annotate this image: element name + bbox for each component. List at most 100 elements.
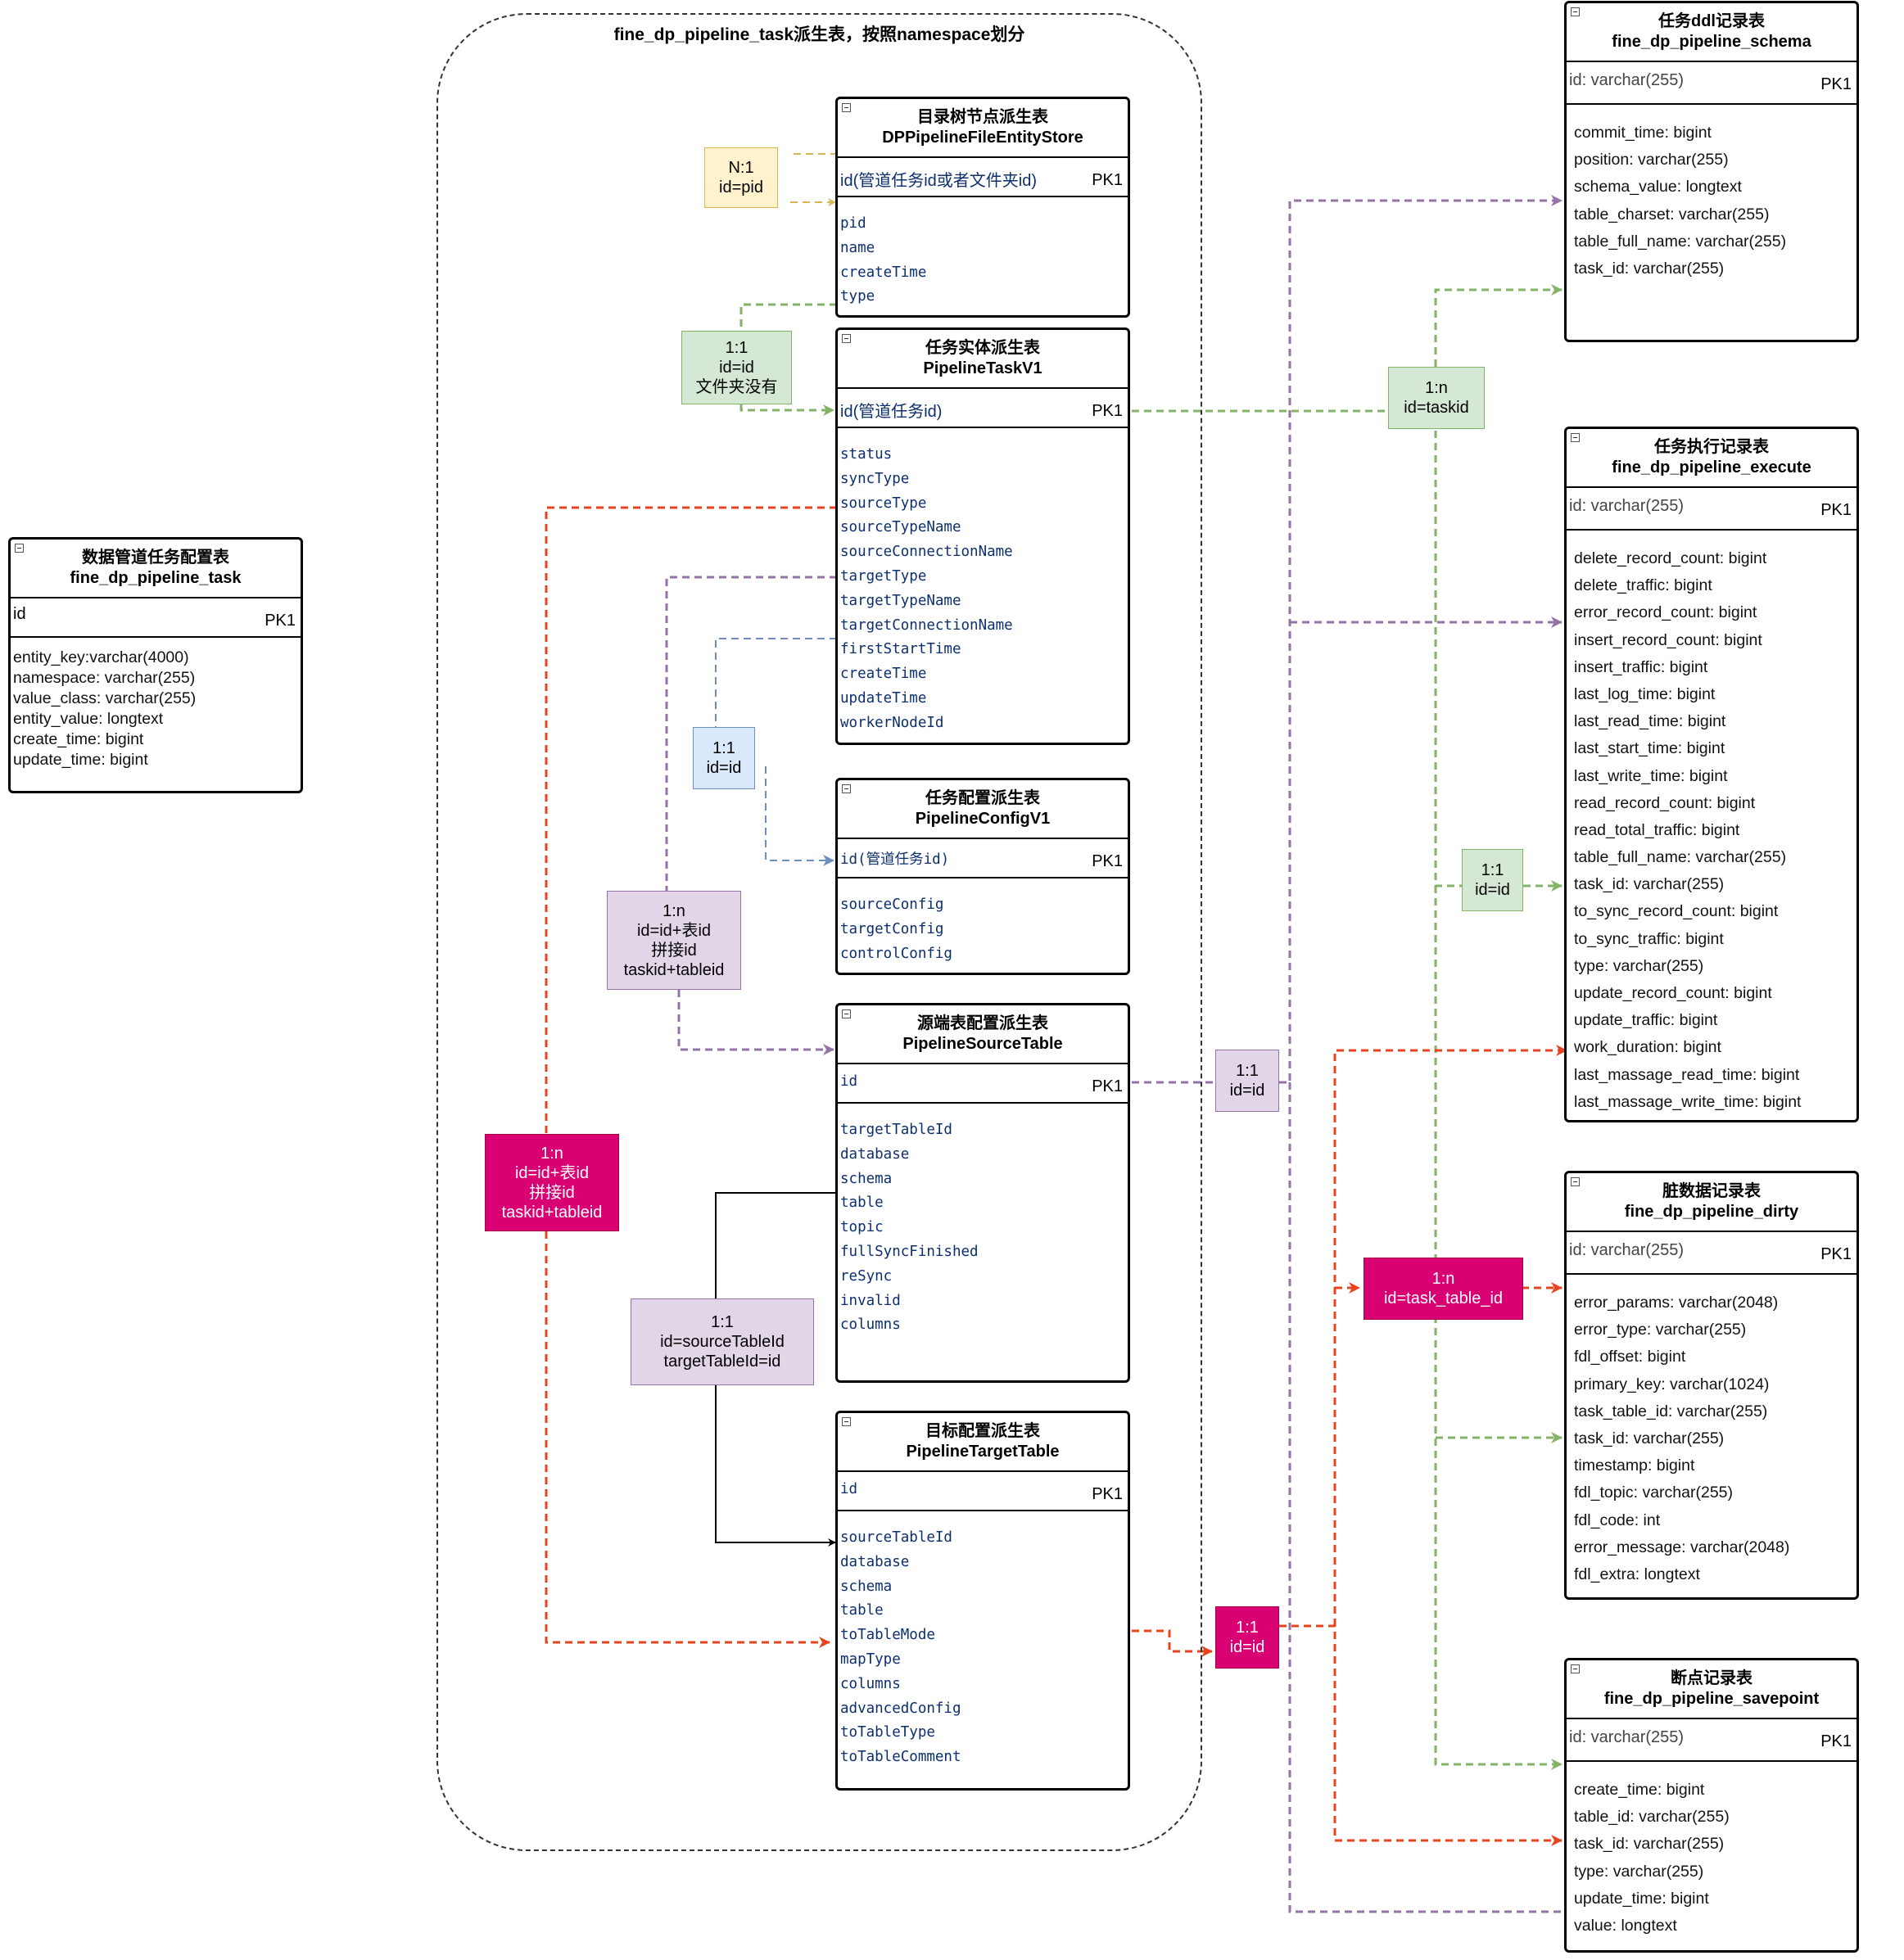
field-row: schema_value: longtext: [1574, 178, 1742, 196]
table-header: 任务配置派生表 PipelineConfigV1: [838, 780, 1128, 839]
collapse-icon[interactable]: [842, 103, 851, 112]
table-title: 任务ddl记录表: [1658, 12, 1765, 30]
table-title: 任务配置派生表: [925, 789, 1040, 807]
collapse-icon[interactable]: [1571, 1177, 1580, 1186]
field-row: last_massage_write_time: bigint: [1574, 1092, 1802, 1111]
relation-cardinality: 1:n: [663, 901, 685, 920]
field-row: sourceTableId: [840, 1529, 952, 1546]
table-title: 数据管道任务配置表: [82, 549, 229, 567]
collapse-icon[interactable]: [1571, 1664, 1580, 1673]
field-row: createTime: [840, 264, 927, 281]
field-row: create_time: bigint: [1574, 1781, 1705, 1799]
field-row: read_total_traffic: bigint: [1574, 820, 1740, 839]
field-row: insert_record_count: bigint: [1574, 630, 1762, 649]
line-cfg-in: [715, 638, 837, 727]
group-title: fine_dp_pipeline_task派生表，按照namespace划分: [613, 25, 1025, 44]
collapse-icon[interactable]: [1571, 433, 1580, 442]
relation-label-exec-id[interactable]: 1:1 id=id: [1462, 849, 1523, 911]
field-row: firstStartTime: [840, 641, 961, 658]
collapse-icon[interactable]: [842, 784, 851, 793]
field-list: status syncType sourceType sourceTypeNam…: [838, 428, 1128, 736]
table-pipeline-target-table[interactable]: 目标配置派生表 PipelineTargetTable id PK1 sourc…: [835, 1411, 1130, 1791]
relation-label-n1-pid[interactable]: N:1 id=pid: [704, 147, 778, 208]
field-row: sourceType: [840, 495, 927, 512]
field-row: updateTime: [840, 689, 927, 707]
line-tgt-id-in: [1132, 1629, 1213, 1657]
relation-label-folder[interactable]: 1:1 id=id 文件夹没有: [681, 331, 792, 404]
relation-label-src[interactable]: 1:n id=id+表id 拼接id taskid+tableid: [607, 891, 741, 990]
relation-key: id=id+表id: [514, 1163, 590, 1182]
field-row: value: longtext: [1574, 1916, 1677, 1935]
collapse-icon[interactable]: [842, 1417, 851, 1426]
relation-note: 拼接id: [529, 1183, 575, 1202]
line-tgt-out: [545, 1231, 830, 1648]
pk-row: id: varchar(255) PK1: [1567, 1719, 1857, 1762]
field-list: create_time: bigint table_id: varchar(25…: [1567, 1762, 1857, 1940]
line-taskid-up: [1434, 284, 1563, 367]
field-row: targetTypeName: [840, 592, 961, 609]
table-fine-dp-pipeline-savepoint[interactable]: 断点记录表 fine_dp_pipeline_savepoint id: var…: [1564, 1658, 1859, 1953]
line-tgt-id-out: [1279, 1624, 1563, 1846]
relation-label-taskid[interactable]: 1:n id=taskid: [1388, 367, 1485, 429]
field-row: update_time: bigint: [1574, 1889, 1709, 1908]
field-row: syncType: [840, 470, 910, 487]
relation-label-tgt-id[interactable]: 1:1 id=id: [1215, 1606, 1279, 1669]
relation-label-tgt[interactable]: 1:n id=id+表id 拼接id taskid+tableid: [485, 1134, 619, 1231]
relation-note: targetTableId=id: [663, 1353, 781, 1371]
field-row: targetConfig: [840, 920, 944, 937]
relation-key: id=id: [1229, 1638, 1265, 1656]
field-row: value_class: varchar(255): [13, 689, 197, 707]
table-subtitle: PipelineTargetTable: [906, 1443, 1060, 1461]
table-pipeline-config-v1[interactable]: 任务配置派生表 PipelineConfigV1 id(管道任务id) PK1 …: [835, 778, 1130, 975]
field-row: namespace: varchar(255): [13, 669, 196, 687]
relation-label-srctgt[interactable]: 1:1 id=sourceTableId targetTableId=id: [631, 1298, 814, 1385]
relation-label-task-table[interactable]: 1:n id=task_table_id: [1364, 1258, 1523, 1320]
field-row: fullSyncFinished: [840, 1243, 979, 1260]
field-row: schema: [840, 1170, 893, 1187]
table-header: 断点记录表 fine_dp_pipeline_savepoint: [1567, 1660, 1857, 1719]
relation-cardinality: N:1: [728, 159, 754, 177]
field-row: position: varchar(255): [1574, 151, 1729, 169]
field-row: error_message: varchar(2048): [1574, 1538, 1790, 1556]
relation-key: id=sourceTableId: [660, 1333, 785, 1351]
table-title: 目录树节点派生表: [917, 108, 1048, 126]
pk-field: id: [840, 1073, 858, 1090]
collapse-icon[interactable]: [842, 334, 851, 343]
line-cfg-out: [765, 766, 834, 866]
line-taskid-down2: [1434, 886, 1563, 1770]
pk-field: id(管道任务id): [840, 403, 943, 421]
field-list: commit_time: bigint position: varchar(25…: [1567, 105, 1857, 282]
table-subtitle: PipelineConfigV1: [915, 810, 1051, 828]
table-pipeline-source-table[interactable]: 源端表配置派生表 PipelineSourceTable id PK1 targ…: [835, 1003, 1130, 1383]
relation-label-cfg[interactable]: 1:1 id=id: [693, 727, 755, 789]
table-fine-dp-pipeline-dirty[interactable]: 脏数据记录表 fine_dp_pipeline_dirty id: varcha…: [1564, 1171, 1859, 1600]
pk-field: id(管道任务id): [840, 851, 950, 868]
table-fine-dp-pipeline-execute[interactable]: 任务执行记录表 fine_dp_pipeline_execute id: var…: [1564, 427, 1859, 1122]
field-row: advancedConfig: [840, 1700, 961, 1717]
pk-field: id: [13, 605, 26, 623]
relation-cardinality: 1:n: [1425, 379, 1448, 397]
table-fine-dp-pipeline-task[interactable]: 数据管道任务配置表 fine_dp_pipeline_task id PK1 e…: [8, 537, 303, 793]
relation-label-src-id[interactable]: 1:1 id=id: [1215, 1050, 1279, 1112]
relation-note: 文件夹没有: [695, 378, 778, 396]
collapse-icon[interactable]: [842, 1009, 851, 1018]
field-row: error_record_count: bigint: [1574, 603, 1757, 622]
table-file-entity-store[interactable]: 目录树节点派生表 DPPipelineFileEntityStore id(管道…: [835, 97, 1130, 318]
collapse-icon[interactable]: [1571, 7, 1580, 16]
field-row: entity_key:varchar(4000): [13, 648, 189, 666]
field-row: update_time: bigint: [13, 751, 148, 769]
pk-row: id: varchar(255) PK1: [1567, 1232, 1857, 1275]
line-folder-in: [739, 303, 837, 331]
relation-key: id=id: [719, 359, 754, 377]
pk-label: PK1: [1820, 1245, 1852, 1263]
collapse-icon[interactable]: [15, 544, 24, 553]
table-fine-dp-pipeline-schema[interactable]: 任务ddl记录表 fine_dp_pipeline_schema id: var…: [1564, 1, 1859, 342]
field-row: fdl_code: int: [1574, 1511, 1661, 1529]
pk-field: id: varchar(255): [1569, 1241, 1685, 1259]
table-pipeline-task-v1[interactable]: 任务实体派生表 PipelineTaskV1 id(管道任务id) PK1 st…: [835, 327, 1130, 745]
relation-cardinality: 1:1: [1236, 1619, 1259, 1637]
relation-cardinality: 1:1: [1236, 1062, 1259, 1080]
field-row: type: varchar(255): [1574, 1862, 1704, 1881]
field-row: type: varchar(255): [1574, 956, 1704, 975]
field-row: commit_time: bigint: [1574, 124, 1712, 142]
